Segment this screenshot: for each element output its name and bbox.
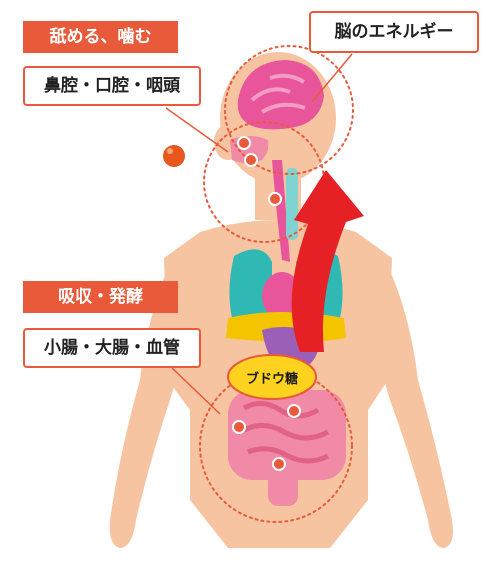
label-brain: 脳のエネルギー xyxy=(309,11,479,53)
orange-ball-icon xyxy=(163,145,185,167)
tag-absorb: 吸収・発酵 xyxy=(23,281,178,313)
label-intestine: 小腸・大腸・血管 xyxy=(23,328,201,368)
glucose-label: ブドウ糖 xyxy=(228,362,316,392)
label-nose-mouth: 鼻腔・口腔・咽頭 xyxy=(23,66,201,106)
tag-taste: 舐める、噛む xyxy=(23,21,178,53)
trachea xyxy=(286,168,298,240)
